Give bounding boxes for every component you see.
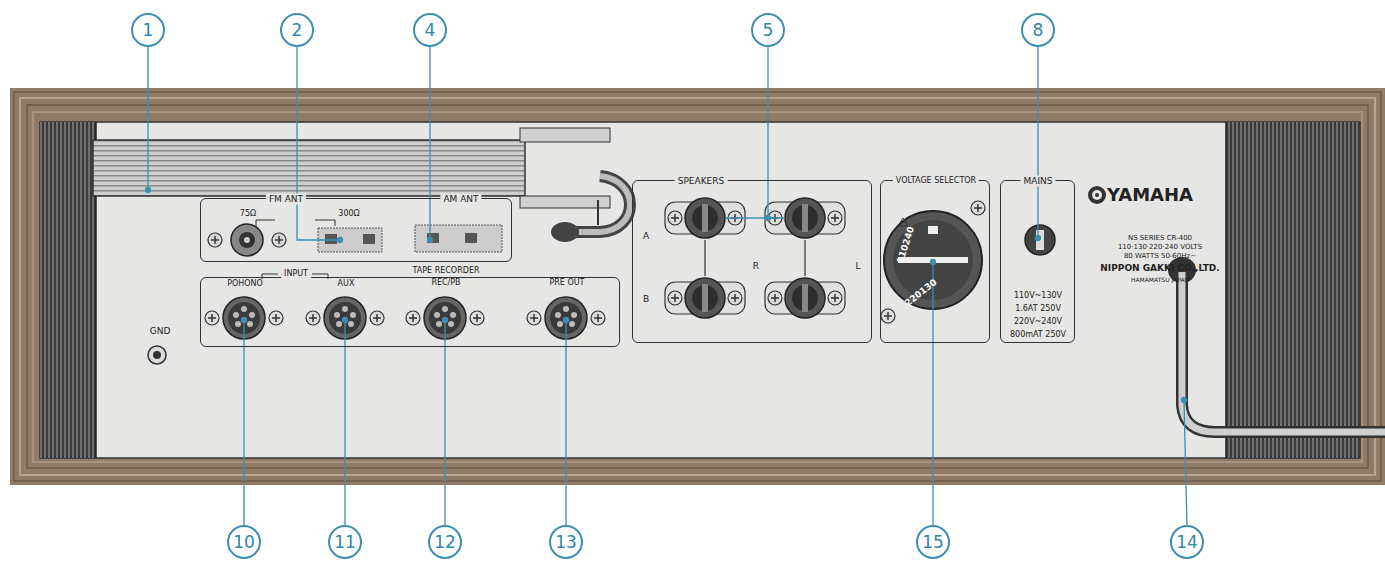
callout-number: 1	[143, 22, 154, 39]
terminal-label: R	[753, 262, 759, 271]
callout-circle: 12	[428, 525, 462, 559]
terminal-label: 300Ω	[335, 209, 362, 219]
panel-heading: VOLTAGE SELECTOR	[893, 176, 979, 186]
callout-circle: 15	[916, 525, 950, 559]
terminal-label: 110240	[896, 226, 916, 265]
terminal-label: B	[643, 295, 649, 304]
rating-label: 110·130·220·240 VOLTS	[1118, 244, 1202, 251]
terminal-label: TAPE RECORDER	[410, 266, 483, 276]
maker-label: NIPPON GAKKI CO.,LTD.	[1100, 264, 1219, 273]
terminal-label: 220V~240V	[1014, 318, 1062, 326]
terminal-label: 75Ω	[237, 209, 259, 219]
callout-number: 13	[555, 534, 577, 551]
terminal-label: PRE OUT	[546, 278, 587, 288]
callout-circle: 8	[1021, 13, 1055, 47]
callout-circle: 10	[227, 525, 261, 559]
antenna-terminal-panel: FM ANT75Ω300ΩAM ANT	[200, 198, 512, 262]
callout-number: 5	[763, 22, 774, 39]
terminal-label: POHONO	[224, 279, 266, 289]
input-output-panel: INPUTPOHONOAUXTAPE RECORDERREC/PBPRE OUT	[200, 277, 620, 347]
callout-number: 15	[922, 534, 944, 551]
terminal-label: A	[643, 232, 649, 241]
callout-circle: 14	[1170, 525, 1204, 559]
mains-fuse-panel: MAINS110V~130V1.6AT 250V220V~240V800mAT …	[1000, 180, 1075, 343]
callout-number: 14	[1176, 534, 1198, 551]
panel-heading: INPUT	[281, 269, 311, 279]
brand-logo: YAMAHA	[1107, 186, 1193, 204]
terminal-label: L	[855, 262, 860, 271]
callout-number: 4	[425, 22, 436, 39]
terminal-label: 800mAT 250V	[1010, 331, 1066, 339]
callout-number: 11	[334, 534, 356, 551]
model-label: NS SERIES CR-400	[1128, 235, 1192, 242]
panel-heading: MAINS	[1020, 176, 1055, 187]
callout-circle: 11	[328, 525, 362, 559]
callout-circle: 5	[751, 13, 785, 47]
callout-circle: 13	[549, 525, 583, 559]
voltage-selector-panel: VOLTAGE SELECTOR110240220130	[880, 180, 990, 343]
callout-circle: 1	[131, 13, 165, 47]
callout-number: 8	[1033, 22, 1044, 39]
speaker-terminal-panel: SPEAKERSABRL	[632, 180, 872, 343]
ground-label: GND	[150, 327, 171, 336]
panel-heading: SPEAKERS	[675, 176, 728, 187]
terminal-label: AM ANT	[440, 194, 481, 205]
terminal-label: 220130	[903, 278, 938, 308]
rating-label: 80 WATTS 50-60Hz~	[1124, 253, 1196, 260]
callout-number: 12	[434, 534, 456, 551]
terminal-label: AUX	[335, 279, 358, 289]
callout-circle: 2	[280, 13, 314, 47]
callout-number: 10	[233, 534, 255, 551]
terminal-label: 1.6AT 250V	[1015, 305, 1061, 313]
callout-circle: 4	[413, 13, 447, 47]
terminal-label: 110V~130V	[1014, 292, 1062, 300]
origin-label: HAMAMATSU JAPAN	[1131, 277, 1189, 283]
terminal-label: REC/PB	[428, 278, 463, 288]
panel-heading: FM ANT	[266, 194, 306, 205]
callout-number: 2	[292, 22, 303, 39]
